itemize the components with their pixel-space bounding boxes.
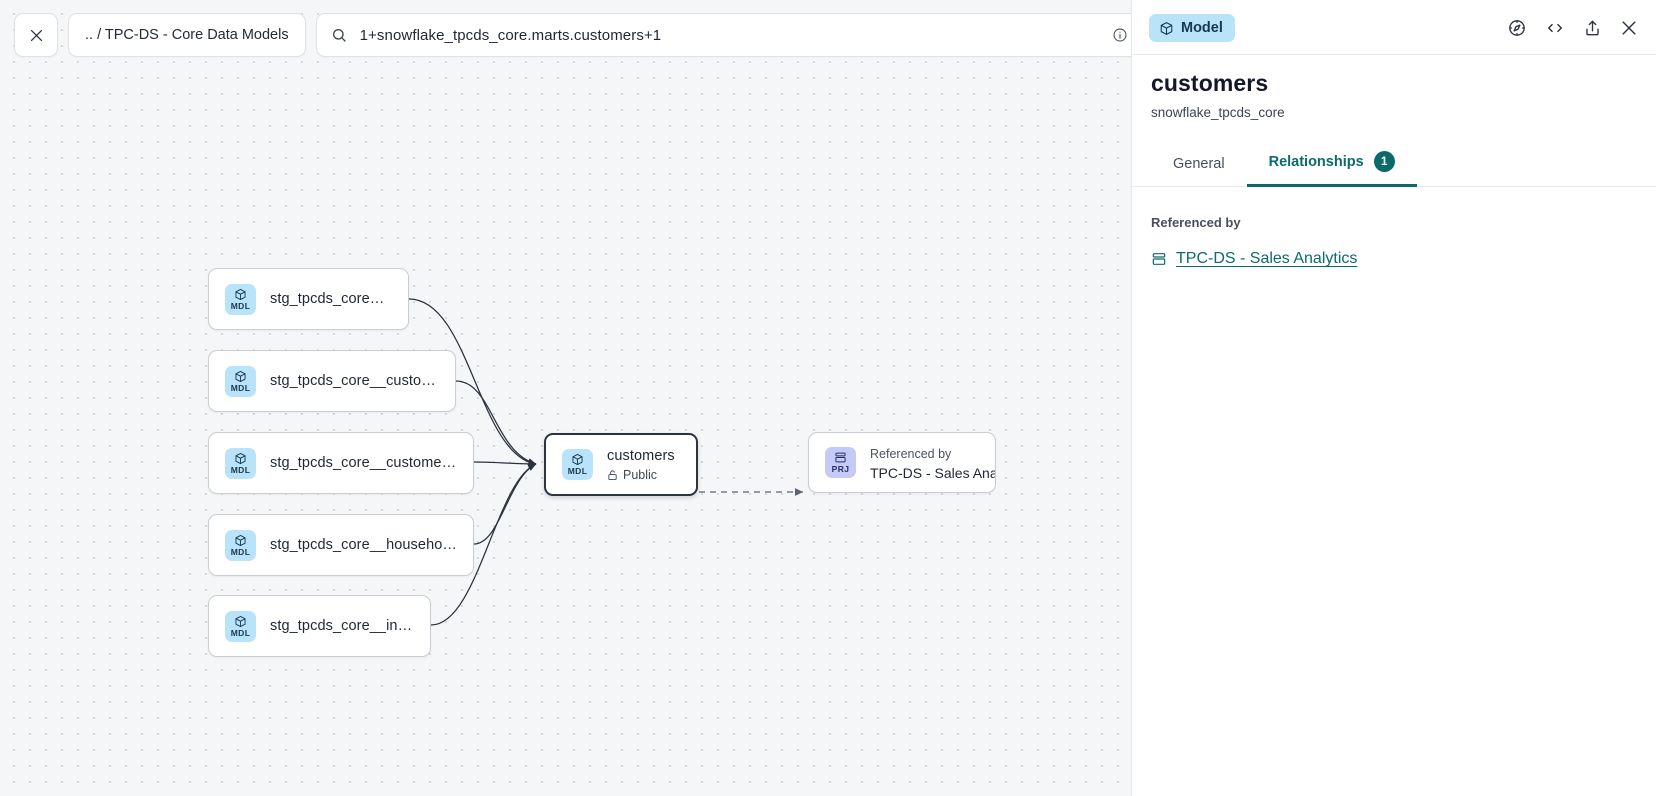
close-lineage-button[interactable] — [14, 13, 58, 57]
node-title: customers — [607, 448, 675, 464]
info-circle-icon[interactable] — [1112, 27, 1128, 43]
badge-code: MDL — [567, 466, 588, 477]
panel-actions — [1507, 18, 1639, 38]
node-visibility: Public — [607, 468, 675, 482]
model-badge: MDL — [225, 529, 256, 561]
explore-icon[interactable] — [1507, 18, 1527, 38]
lineage-graph: MDL stg_tpcds_core__customer MDL stg_tpc… — [208, 268, 996, 657]
lineage-search[interactable] — [315, 13, 1131, 57]
section-label-referenced-by: Referenced by — [1151, 215, 1241, 230]
search-input[interactable] — [357, 25, 1101, 45]
resource-type-label: Model — [1181, 20, 1223, 36]
project-badge: PRJ — [825, 447, 856, 478]
details-panel: Model — [1131, 0, 1656, 796]
page-subtitle: snowflake_tpcds_core — [1151, 105, 1285, 120]
lineage-node-selected[interactable]: MDL customers Public — [544, 433, 698, 496]
resource-type-chip: Model — [1149, 14, 1235, 42]
badge-code: MDL — [230, 627, 251, 638]
share-icon[interactable] — [1583, 18, 1602, 38]
panel-header: Model — [1132, 0, 1656, 54]
search-icon — [331, 27, 347, 43]
cube-icon — [234, 370, 247, 383]
model-badge: MDL — [225, 283, 256, 315]
panel-tabs: General Relationships 1 — [1132, 141, 1656, 187]
tab-general[interactable]: General — [1151, 146, 1247, 187]
cube-icon — [234, 615, 247, 628]
cube-icon — [234, 288, 247, 301]
badge-code: MDL — [230, 300, 251, 311]
model-badge: MDL — [225, 610, 256, 642]
badge-code: MDL — [230, 464, 251, 475]
node-eyebrow: Referenced by — [870, 446, 952, 461]
breadcrumb[interactable]: .. / TPC-DS - Core Data Models — [68, 13, 306, 57]
lineage-canvas[interactable]: MDL stg_tpcds_core__customer MDL stg_tpc… — [0, 0, 1131, 796]
panel-body: Referenced by TPC-DS - Sales Analytics — [1132, 187, 1656, 268]
page-title: customers — [1151, 70, 1269, 96]
node-title: stg_tpcds_core__income_band — [270, 618, 414, 634]
lineage-node[interactable]: MDL stg_tpcds_core__household_demogr… — [208, 514, 474, 576]
lock-open-icon — [607, 469, 618, 481]
tab-count-badge: 1 — [1373, 151, 1395, 172]
cube-icon — [1159, 21, 1174, 36]
cube-icon — [234, 452, 247, 465]
reference-item[interactable]: TPC-DS - Sales Analytics — [1151, 250, 1637, 268]
node-title: TPC-DS - Sales Analytics — [870, 464, 995, 481]
lineage-node[interactable]: MDL stg_tpcds_core__customer_demogra… — [208, 432, 474, 494]
badge-code: MDL — [230, 382, 251, 393]
lineage-node-project[interactable]: PRJ Referenced by TPC-DS - Sales Analyti… — [808, 432, 996, 493]
lineage-node[interactable]: MDL stg_tpcds_core__customer — [208, 268, 409, 330]
cube-icon — [571, 453, 584, 466]
model-badge: MDL — [225, 365, 256, 397]
project-icon — [1151, 251, 1167, 267]
node-text: Referenced by TPC-DS - Sales Analytics — [870, 445, 995, 481]
badge-code: PRJ — [831, 464, 850, 475]
node-title: stg_tpcds_core__customer — [270, 291, 392, 307]
model-badge: MDL — [225, 447, 256, 479]
lineage-toolbar: .. / TPC-DS - Core Data Models — [0, 0, 1131, 70]
visibility-label: Public — [623, 468, 658, 482]
project-icon — [834, 451, 847, 464]
panel-divider — [1132, 54, 1656, 55]
node-text: customers Public — [607, 447, 675, 482]
lineage-node[interactable]: MDL stg_tpcds_core__customer_address — [208, 350, 456, 412]
lineage-node[interactable]: MDL stg_tpcds_core__income_band — [208, 595, 431, 657]
tab-relationships[interactable]: Relationships 1 — [1246, 141, 1417, 187]
close-icon[interactable] — [1619, 18, 1639, 38]
tab-label: Relationships — [1268, 153, 1364, 170]
node-title: stg_tpcds_core__customer_demogra… — [270, 455, 457, 471]
reference-link[interactable]: TPC-DS - Sales Analytics — [1176, 250, 1358, 267]
tab-label: General — [1173, 156, 1225, 172]
model-badge: MDL — [562, 449, 593, 480]
node-title: stg_tpcds_core__customer_address — [270, 373, 439, 389]
close-icon — [28, 27, 45, 44]
node-title: stg_tpcds_core__household_demogr… — [270, 537, 457, 553]
panel-title-block: customers snowflake_tpcds_core — [1132, 55, 1656, 120]
code-icon[interactable] — [1544, 18, 1566, 38]
badge-code: MDL — [230, 546, 251, 557]
cube-icon — [234, 534, 247, 547]
